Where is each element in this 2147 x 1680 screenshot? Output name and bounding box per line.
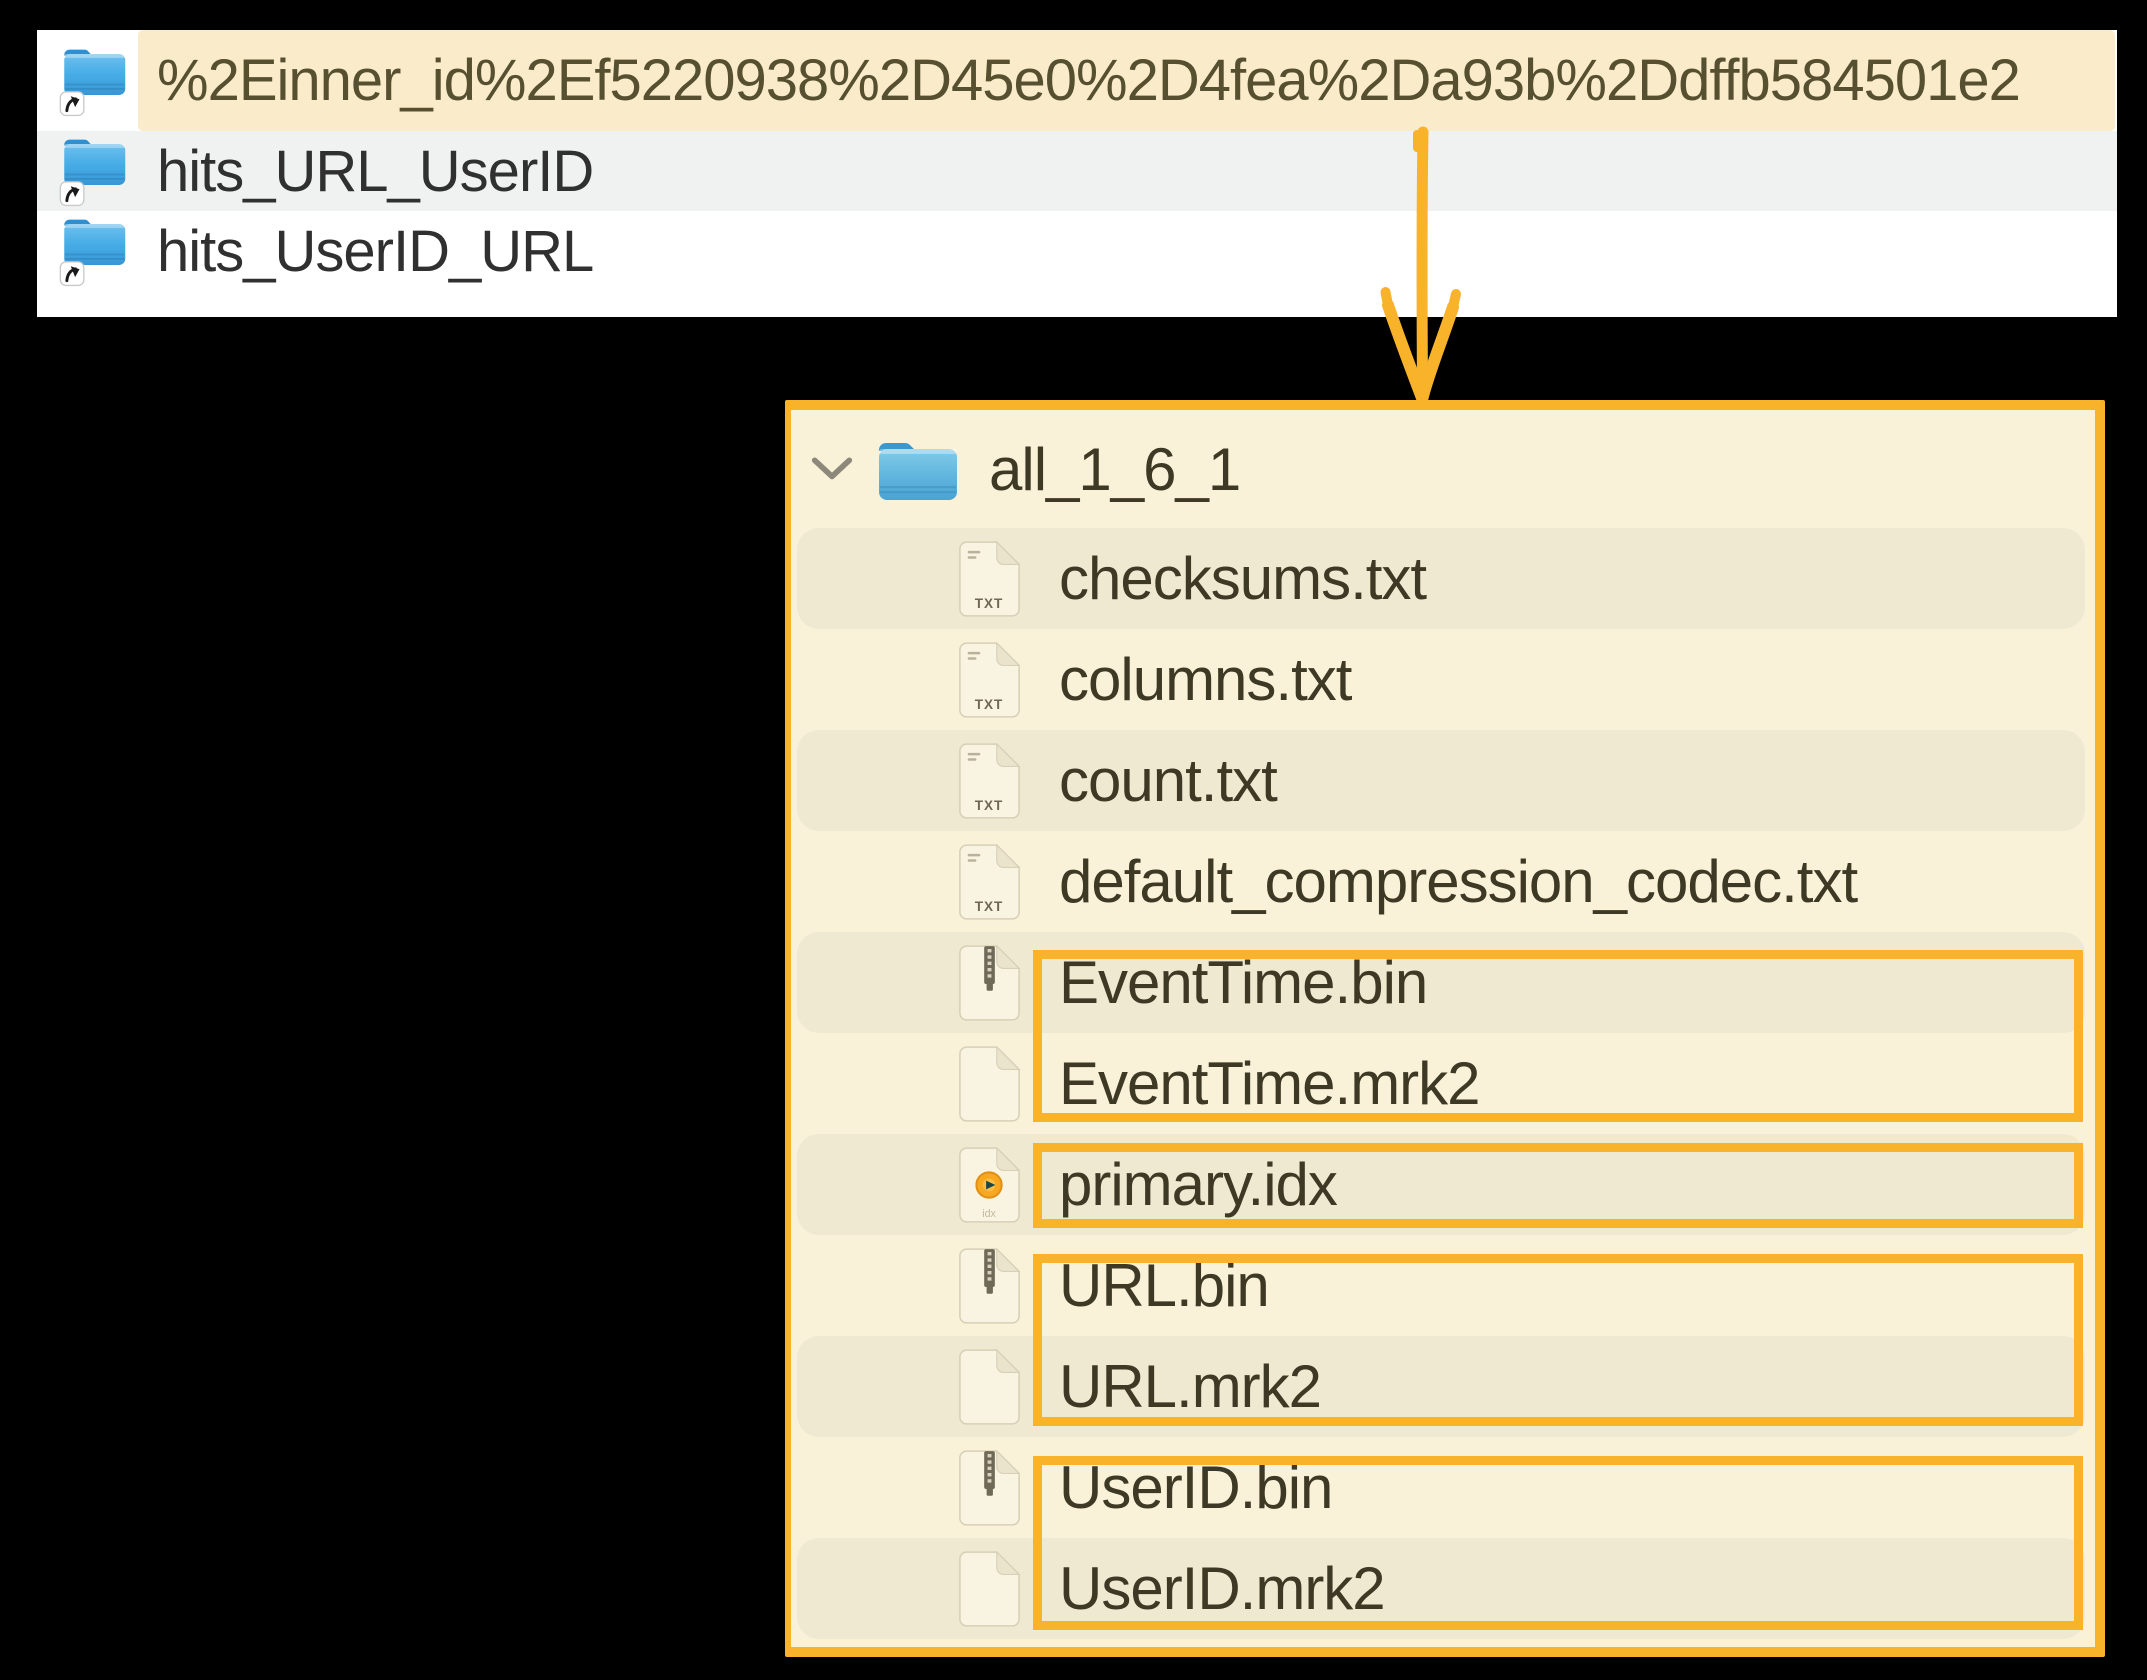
alias-folder-icon (59, 42, 127, 120)
alias-folder-icon (59, 132, 127, 210)
txt-file-icon (957, 540, 1023, 618)
file-row-userid-mrk2[interactable]: UserID.mrk2 (791, 1538, 2095, 1639)
file-label: count.txt (1059, 747, 1278, 814)
file-row-checksums-txt[interactable]: checksums.txt (791, 528, 2095, 629)
finder-row-hits-userid-url[interactable]: hits_UserID_URL (37, 211, 2117, 291)
file-row-count-txt[interactable]: count.txt (791, 730, 2095, 831)
idx-file-icon (957, 1146, 1023, 1224)
part-folder-label: all_1_6_1 (989, 435, 1241, 503)
alias-folder-icon (59, 212, 127, 290)
folder-name-label: hits_URL_UserID (157, 138, 594, 204)
file-row-url-bin[interactable]: URL.bin (791, 1235, 2095, 1336)
folder-name-label: hits_UserID_URL (157, 218, 594, 284)
file-label: UserID.bin (1059, 1454, 1333, 1521)
mrk2-file-icon (957, 1550, 1023, 1628)
txt-file-icon (957, 641, 1023, 719)
finder-row-inner-id[interactable]: %2Einner_id%2Ef5220938%2D45e0%2D4fea%2Da… (37, 30, 2117, 131)
finder-row-hits-url-userid[interactable]: hits_URL_UserID (37, 131, 2117, 211)
file-label: URL.bin (1059, 1252, 1270, 1319)
part-folder-row[interactable]: all_1_6_1 (791, 410, 2095, 528)
file-label: UserID.mrk2 (1059, 1555, 1386, 1622)
chevron-down-icon[interactable] (811, 456, 853, 482)
bin-file-icon (957, 944, 1023, 1022)
down-arrow-icon (1380, 126, 1461, 404)
file-row-userid-bin[interactable]: UserID.bin (791, 1437, 2095, 1538)
part-contents-panel: all_1_6_1 checksums.txt columns.txt coun… (785, 400, 2105, 1657)
file-label: columns.txt (1059, 646, 1352, 713)
file-label: default_compression_codec.txt (1059, 848, 1858, 915)
file-row-columns-txt[interactable]: columns.txt (791, 629, 2095, 730)
file-label: EventTime.bin (1059, 949, 1428, 1016)
file-row-url-mrk2[interactable]: URL.mrk2 (791, 1336, 2095, 1437)
bin-file-icon (957, 1449, 1023, 1527)
file-label: checksums.txt (1059, 545, 1427, 612)
folder-name-label: %2Einner_id%2Ef5220938%2D45e0%2D4fea%2Da… (157, 48, 2021, 113)
mrk2-file-icon (957, 1045, 1023, 1123)
folder-icon (875, 434, 961, 504)
mrk2-file-icon (957, 1348, 1023, 1426)
file-label: primary.idx (1059, 1151, 1338, 1218)
file-row-eventtime-mrk2[interactable]: EventTime.mrk2 (791, 1033, 2095, 1134)
file-row-eventtime-bin[interactable]: EventTime.bin (791, 932, 2095, 1033)
finder-window: %2Einner_id%2Ef5220938%2D45e0%2D4fea%2Da… (37, 30, 2117, 317)
file-row-primary-idx[interactable]: primary.idx (791, 1134, 2095, 1235)
file-label: URL.mrk2 (1059, 1353, 1322, 1420)
file-row-default-compression-codec-txt[interactable]: default_compression_codec.txt (791, 831, 2095, 932)
txt-file-icon (957, 742, 1023, 820)
file-label: EventTime.mrk2 (1059, 1050, 1481, 1117)
bin-file-icon (957, 1247, 1023, 1325)
txt-file-icon (957, 843, 1023, 921)
selected-row-highlight: %2Einner_id%2Ef5220938%2D45e0%2D4fea%2Da… (138, 30, 2115, 131)
